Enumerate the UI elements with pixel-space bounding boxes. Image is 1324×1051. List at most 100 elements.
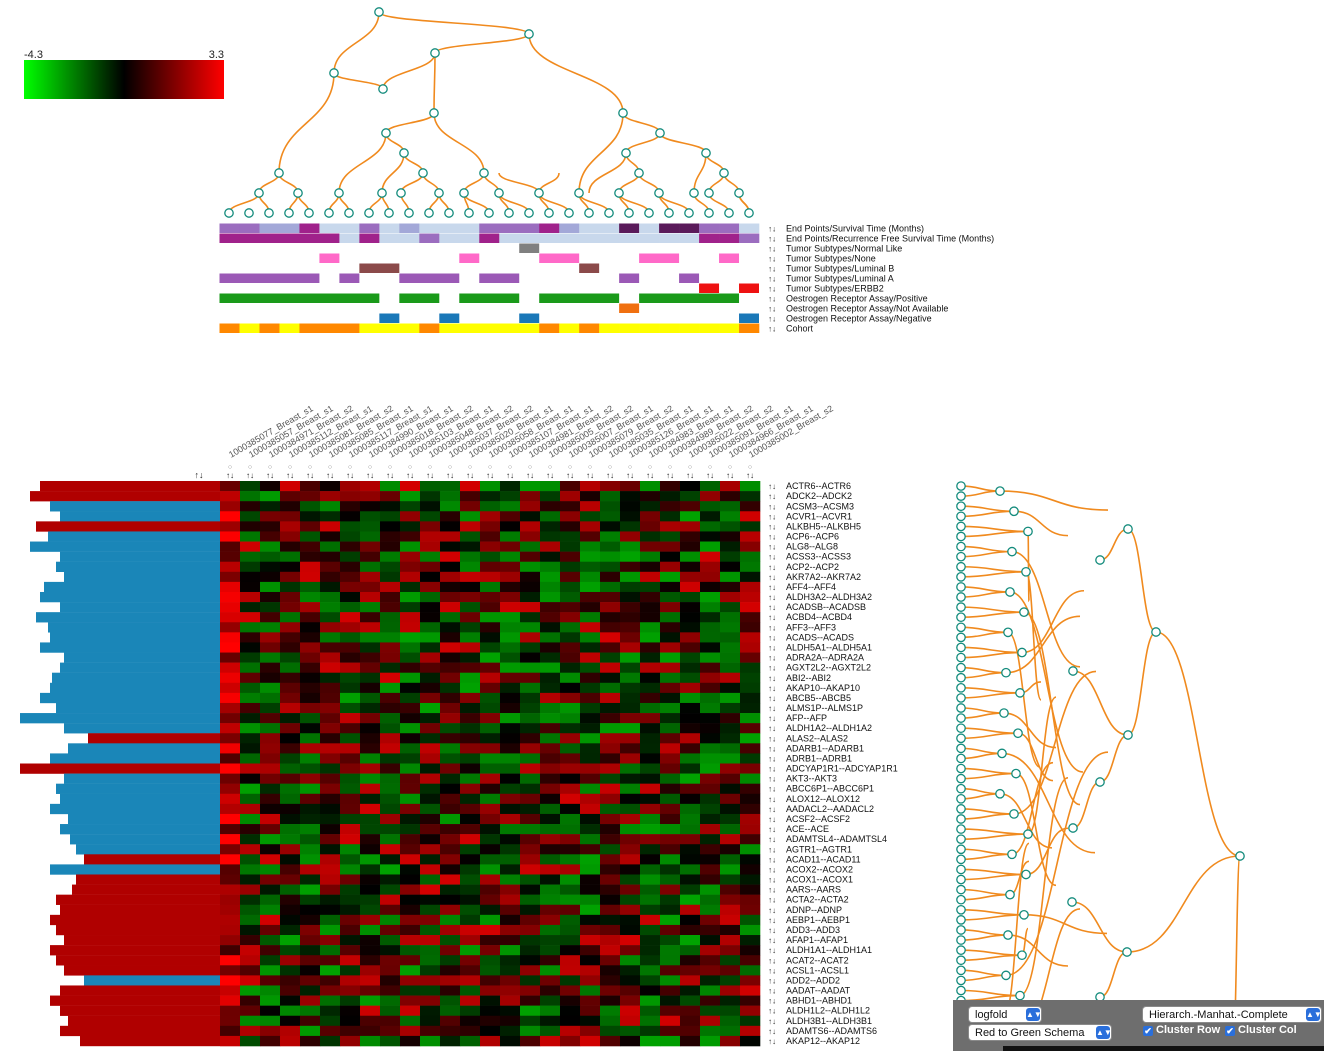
heatmap-cell: [280, 894, 301, 906]
cluster-method-select-value: Hierarch.-Manhat.-Complete: [1149, 1009, 1288, 1021]
heatmap-cell: [240, 904, 261, 916]
dendrogram-branch: [960, 929, 1009, 936]
heatmap-cell: [500, 571, 521, 583]
heatmap-cell: [660, 1035, 681, 1047]
heatmap-cell: [240, 642, 261, 653]
cluster-row-checkbox[interactable]: ✔Cluster Row: [1143, 1023, 1220, 1037]
annotation-cell: [219, 223, 240, 233]
dendrogram-node: [1005, 889, 1015, 900]
heatmap-cell: [660, 945, 681, 956]
heatmap-cell: [480, 965, 501, 976]
dendrogram-branch: [999, 490, 1109, 511]
dendrogram-branch: [960, 571, 1027, 578]
heatmap-cell: [540, 713, 561, 724]
row-bar: [88, 733, 220, 744]
dendrogram-node: [264, 208, 274, 218]
value-type-select[interactable]: logfold ▲▼: [968, 1006, 1042, 1023]
annotation-cell: [639, 233, 660, 243]
row-bar: [56, 894, 220, 905]
heatmap-cell: [280, 965, 301, 976]
heatmap-cell: [420, 642, 441, 653]
heatmap-cell: [600, 561, 621, 573]
annotation-cell: [639, 253, 680, 263]
heatmap-cell: [660, 854, 681, 865]
heatmap-cell: [580, 733, 601, 744]
heatmap-cell: [580, 914, 601, 926]
heatmap-cell: [260, 682, 281, 694]
dendrogram-branch: [1099, 734, 1129, 783]
dendrogram-branch: [960, 606, 1025, 613]
heatmap-cell: [580, 723, 601, 734]
heatmap-cell: [240, 581, 261, 593]
heatmap-cell: [580, 965, 601, 976]
heatmap-cell: [300, 773, 321, 784]
heatmap-cell: [320, 864, 341, 875]
heatmap-cell: [640, 894, 661, 906]
dendrogram-node: [404, 208, 414, 218]
row-label: ACSL1--ACSL1: [786, 965, 849, 975]
heatmap-cell: [500, 864, 521, 875]
dendrogram-node: [274, 168, 284, 178]
heatmap-cell: [480, 612, 501, 623]
heatmap-cell: [340, 914, 361, 926]
annotation-cell: [339, 223, 360, 233]
annotation-cell: [459, 323, 480, 333]
row-sort-icon: ↑↓: [768, 694, 776, 703]
heatmap-cell: [500, 935, 521, 946]
colorbar-min-label: -4.3: [24, 49, 43, 61]
annotation-cell: [279, 223, 300, 233]
heatmap-cell: [320, 904, 341, 916]
heatmap-cell: [580, 652, 601, 663]
heatmap-cell: [700, 874, 721, 885]
heatmap-cell: [620, 551, 641, 563]
heatmap-cell: [260, 1035, 281, 1047]
heatmap-cell: [300, 692, 321, 704]
heatmap-cell: [440, 612, 461, 623]
heatmap-cell: [440, 1015, 461, 1027]
dendrogram-branch: [1013, 510, 1069, 537]
heatmap-cell: [640, 803, 661, 815]
cluster-col-checkbox[interactable]: ✔Cluster Col: [1225, 1023, 1297, 1037]
heatmap-cell: [600, 813, 621, 825]
dendrogram-node: [956, 955, 966, 966]
heatmap-cell: [300, 642, 321, 653]
heatmap-cell: [580, 824, 601, 835]
heatmap-cell: [500, 632, 521, 643]
annotation-cell: [699, 223, 720, 233]
dendrogram-branch: [960, 651, 1023, 659]
annotation-cell: [699, 233, 720, 243]
heatmap-cell: [360, 935, 381, 946]
heatmap-cell: [360, 894, 381, 906]
heatmap-cell: [480, 854, 501, 865]
heatmap-cell: [240, 713, 261, 724]
heatmap-cell: [480, 753, 501, 764]
heatmap-cell: [560, 642, 581, 653]
heatmap-cell: [340, 894, 361, 906]
heatmap-cell: [480, 662, 501, 673]
heatmap-cell: [720, 692, 741, 704]
heatmap-cell: [720, 622, 741, 633]
heatmap-cell: [600, 914, 621, 926]
row-label: AGXT2L2--AGXT2L2: [786, 663, 871, 673]
heatmap-cell: [440, 702, 461, 714]
heatmap-cell: [260, 602, 281, 613]
heatmap-cell: [400, 914, 421, 926]
column-dot-icon: ○: [708, 464, 712, 471]
heatmap-cell: [700, 884, 721, 895]
heatmap-cell: [740, 531, 761, 542]
heatmap-cell: [500, 662, 521, 673]
heatmap-cell: [220, 723, 241, 734]
row-label: ACSM3--ACSM3: [786, 501, 854, 511]
heatmap-cell: [500, 945, 521, 956]
row-label: AGTR1--AGTR1: [786, 844, 852, 854]
cluster-method-select[interactable]: Hierarch.-Manhat.-Complete ▲▼: [1142, 1006, 1322, 1023]
heatmap-cell: [600, 723, 621, 734]
dendrogram-branch: [1126, 855, 1241, 953]
heatmap-cell: [660, 723, 681, 734]
row-sort-icon: ↑↓: [768, 533, 776, 542]
heatmap-cell: [700, 955, 721, 966]
color-schema-select[interactable]: Red to Green Schema ▲▼: [968, 1024, 1112, 1041]
dendrogram-branch: [693, 152, 707, 194]
heatmap-cell: [740, 914, 761, 926]
heatmap-cell: [400, 561, 421, 573]
